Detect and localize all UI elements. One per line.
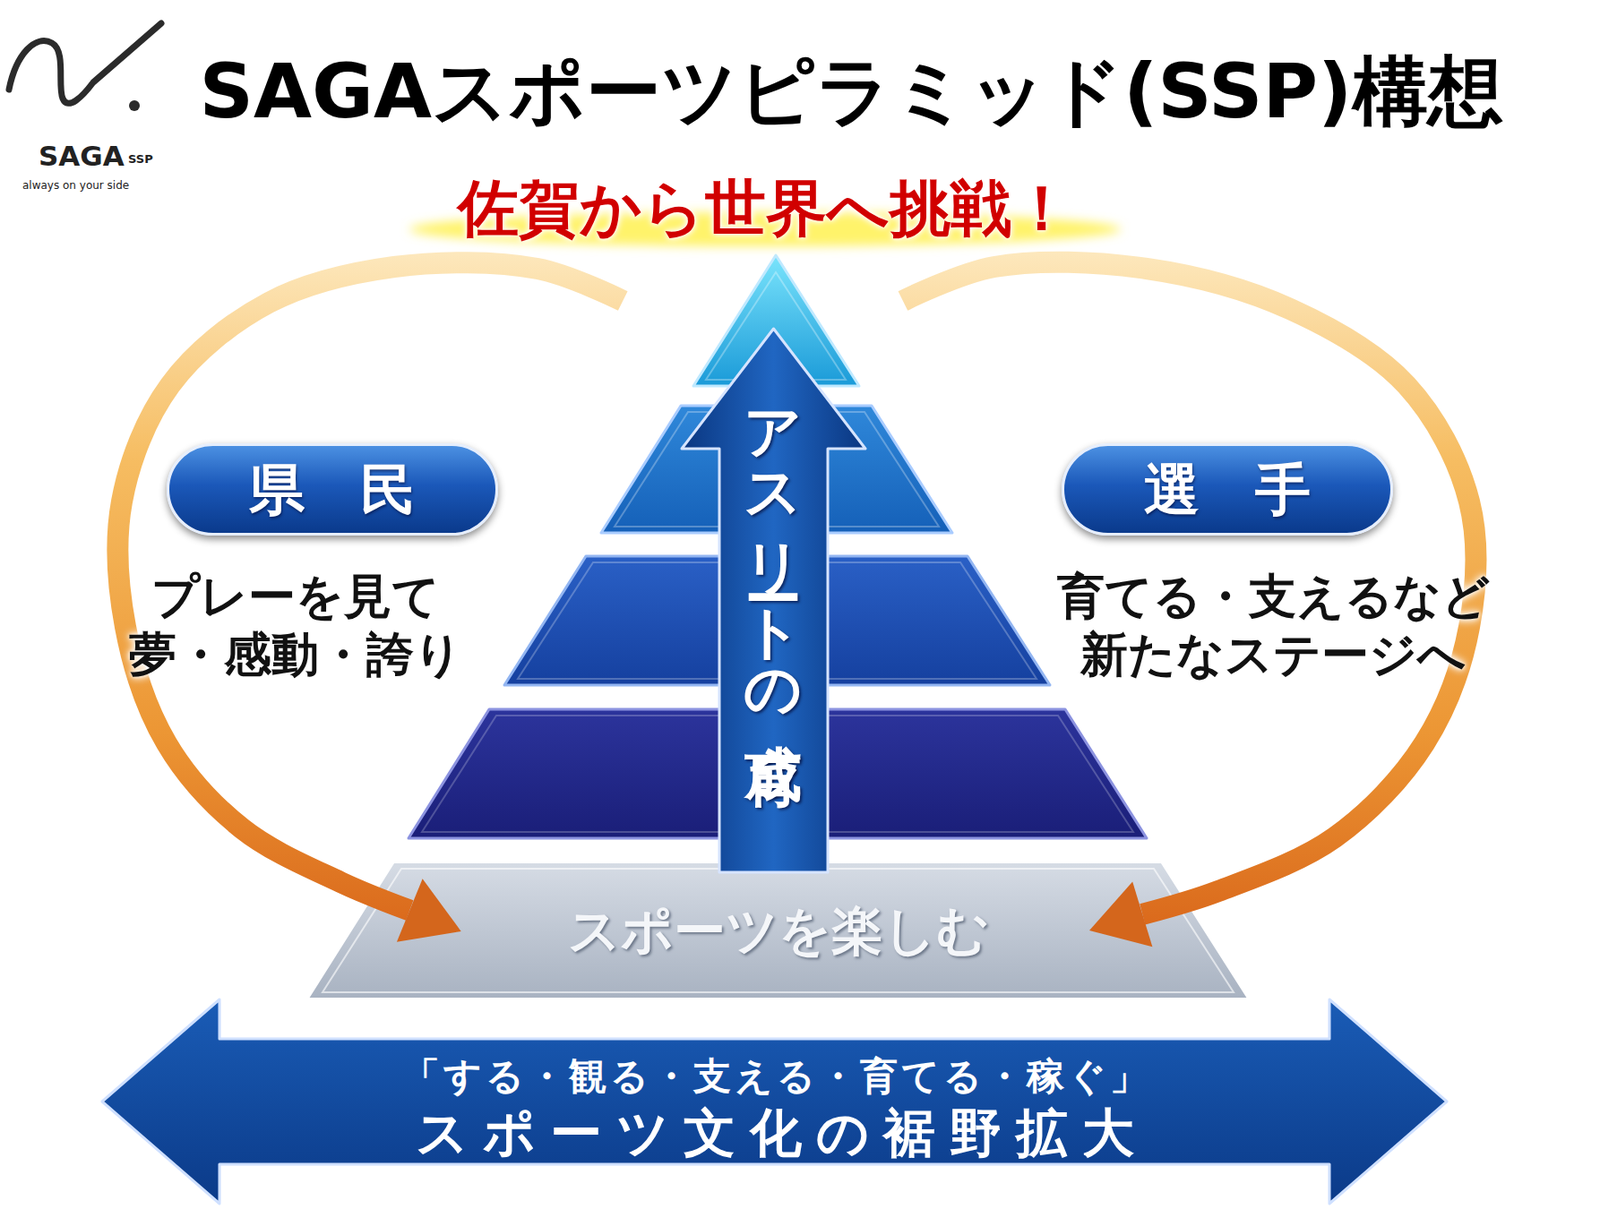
band-body: [306, 861, 1250, 1000]
arc-line: [117, 262, 623, 911]
logo-wordmark: SAGA: [38, 139, 125, 173]
role-pill: 選 手: [1061, 443, 1394, 536]
node-text: アスリートの育成: [745, 371, 803, 699]
logo-subtext: SSP: [128, 152, 154, 167]
culture-double-arrow: 「する・観る・支える・育てる・稼ぐ」スポーツ文化の裾野拡大: [102, 999, 1447, 1205]
node-text: 選 手: [1064, 446, 1391, 534]
node-text: スポーツ文化の裾野拡大: [102, 1103, 1447, 1163]
double-arrow-body: [102, 999, 1447, 1205]
logo-tagline: always on your side: [22, 178, 130, 193]
culture-double-arrow-shape: [102, 999, 1447, 1205]
node-text: 県 民: [169, 446, 496, 534]
growth-arrow: アスリートの育成: [681, 328, 866, 873]
role-description: 育てる・支えるなど 新たなステージへ: [1031, 567, 1515, 684]
node-text: 「する・観る・支える・育てる・稼ぐ」: [102, 1053, 1447, 1101]
node-text: 佐賀から世界へ挑戦！: [402, 168, 1128, 250]
arc-line: [903, 262, 1476, 915]
cycle-arrow: [117, 262, 623, 943]
cycle-arrow: [903, 262, 1476, 948]
logo-mark: [8, 23, 162, 104]
pyramid-base-band: スポーツを楽しむ: [306, 861, 1250, 1000]
arrow-head: [396, 878, 462, 942]
role-description: プレーを見て 夢・感動・誇り: [111, 567, 480, 684]
role-pill: 県 民: [166, 443, 499, 536]
logo-dot: [129, 100, 140, 112]
arrow-body: [681, 328, 866, 873]
arrow-head: [1089, 882, 1153, 948]
goal-banner: 佐賀から世界へ挑戦！: [402, 168, 1128, 302]
diagram-title: SAGAスポーツピラミッド(SSP)構想: [152, 46, 1550, 137]
node-text: スポーツを楽しむ: [306, 861, 1250, 1000]
